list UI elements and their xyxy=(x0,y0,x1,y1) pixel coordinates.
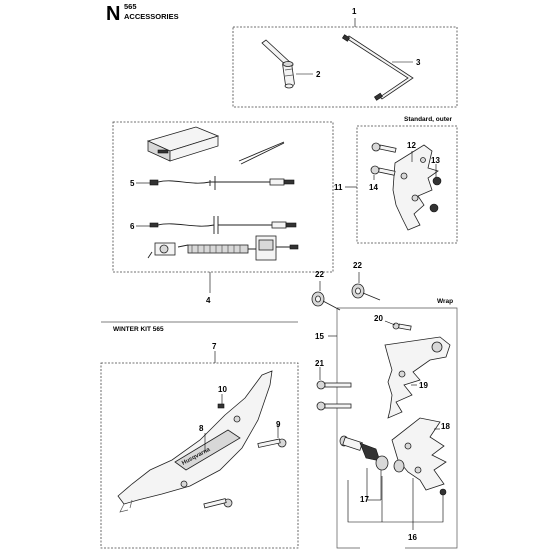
part-number-22a: 22 xyxy=(315,270,324,279)
cable-6-part xyxy=(149,216,297,234)
part-number-22b: 22 xyxy=(353,261,362,270)
part-number-10: 10 xyxy=(218,385,227,394)
section-letter: N xyxy=(106,3,120,25)
part-number-11: 11 xyxy=(334,183,343,192)
part-number-7: 7 xyxy=(212,342,217,351)
part-number-17: 17 xyxy=(360,495,369,504)
clip-10-part xyxy=(217,403,225,409)
part-number-2: 2 xyxy=(316,70,321,79)
case-part xyxy=(146,126,220,162)
screw-lower-part xyxy=(203,498,233,509)
part-number-12: 12 xyxy=(407,141,416,150)
part-number-4: 4 xyxy=(206,296,211,305)
heating-harness-part xyxy=(147,235,299,261)
winter-cover-part: Husqvarna xyxy=(117,370,273,513)
screw-12-part xyxy=(371,142,397,153)
part-number-5: 5 xyxy=(130,179,135,188)
part-number-8: 8 xyxy=(199,424,204,433)
bumper-spike-wrap-part xyxy=(384,336,451,419)
washer-22b-part xyxy=(351,283,365,299)
part-number-14: 14 xyxy=(369,183,378,192)
part-number-6: 6 xyxy=(130,222,135,231)
model-number: 565 xyxy=(124,2,137,11)
standard-outer-label: Standard, outer xyxy=(404,116,453,123)
part-number-20: 20 xyxy=(374,314,383,323)
winter-kit-group: WINTER KIT 565 7 Husqvarna 9 10 xyxy=(100,321,299,549)
electrical-kit-group: 4 5 6 xyxy=(112,121,334,305)
screw-9-part xyxy=(257,438,287,448)
part-number-19: 19 xyxy=(419,381,428,390)
bumper-spike-standard-part xyxy=(392,144,439,231)
spacer-17-part xyxy=(339,435,405,473)
part-number-18: 18 xyxy=(441,422,450,431)
part-number-1: 1 xyxy=(352,7,357,16)
winter-kit-label: WINTER KIT 565 xyxy=(113,326,164,333)
allen-key-part xyxy=(341,34,414,101)
standard-outer-group: Standard, outer 11 12 13 14 xyxy=(334,116,458,244)
section-title: ACCESSORIES xyxy=(124,12,179,21)
washer-22a-part xyxy=(311,291,325,307)
part-number-21: 21 xyxy=(315,359,324,368)
screw-14-part xyxy=(370,165,396,176)
screw-20-part xyxy=(392,322,412,331)
tools-group: 1 2 3 xyxy=(232,7,458,108)
part-number-16: 16 xyxy=(408,533,417,542)
part-number-15: 15 xyxy=(315,332,324,341)
spike-plate-18-part xyxy=(391,417,447,491)
part-number-9: 9 xyxy=(276,420,281,429)
wrap-group: Wrap 15 22 22 19 20 xyxy=(311,261,458,549)
combination-wrench-part xyxy=(261,39,295,89)
cable-5-part xyxy=(149,176,295,190)
part-number-13: 13 xyxy=(431,156,440,165)
screw-21-part xyxy=(316,380,352,411)
part-number-3: 3 xyxy=(416,58,421,67)
wrap-label: Wrap xyxy=(437,298,453,305)
